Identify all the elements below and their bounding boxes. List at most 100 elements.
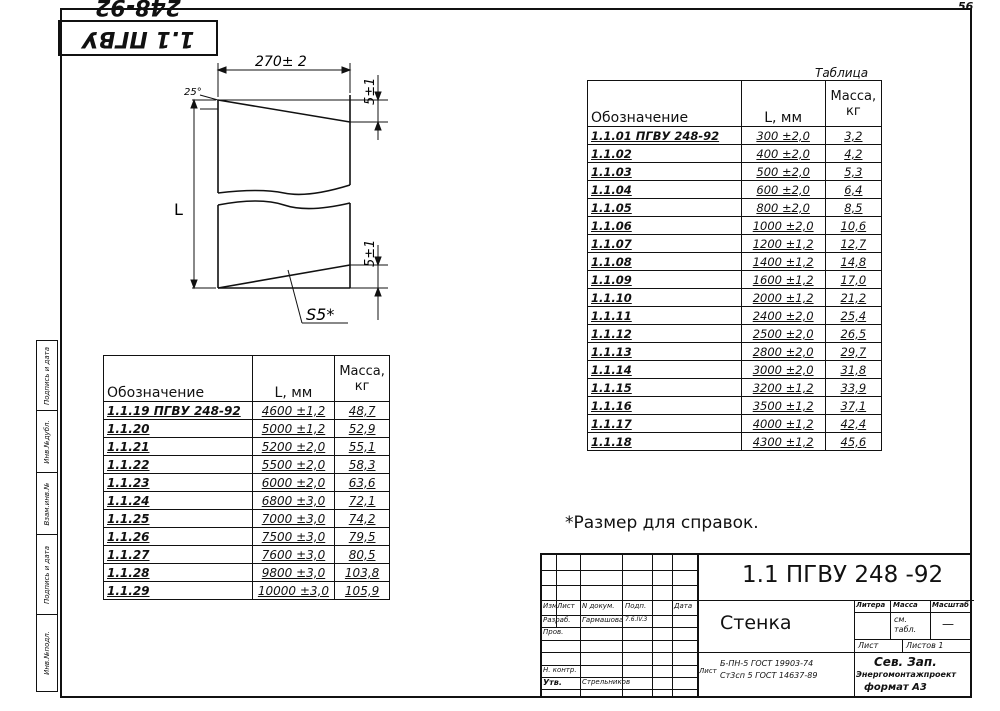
designation-cell: 1.1.13 <box>587 342 742 361</box>
length-cell: 1200 ±1,2 <box>740 234 826 253</box>
length-cell: 3500 ±1,2 <box>740 396 826 415</box>
designation-cell: 1.1.27 <box>103 545 253 564</box>
length-cell: 7500 ±3,0 <box>251 527 336 546</box>
mass-cell: 103,8 <box>334 563 390 582</box>
dim-length: L <box>174 200 183 219</box>
side-strip-label: Инв.№подл. <box>43 631 51 675</box>
col-header-mass: Масса, кг <box>824 80 883 127</box>
col-header-designation: Обозначение <box>103 355 253 402</box>
utv-label: Утв. <box>543 678 562 687</box>
masshtab-value: — <box>942 617 954 631</box>
length-cell: 1600 ±1,2 <box>740 270 826 289</box>
hdr-ndok: N докум. <box>582 602 615 610</box>
mass-cell: 74,2 <box>334 509 390 528</box>
length-cell: 600 ±2,0 <box>740 180 826 199</box>
designation-cell: 1.1.11 <box>587 306 742 325</box>
length-cell: 1400 ±1,2 <box>740 252 826 271</box>
spec-table-right: Обозначение L, мм Масса, кг 1.1.01 ПГВУ … <box>587 80 883 451</box>
length-cell: 4300 ±1,2 <box>740 432 826 451</box>
dim-width: 270± 2 <box>255 54 307 70</box>
designation-cell: 1.1.26 <box>103 527 253 546</box>
mass-cell: 55,1 <box>334 437 390 456</box>
designation-cell: 1.1.01 ПГВУ 248-92 <box>587 126 742 145</box>
dim-top-tolerance: 5±1 <box>363 78 378 105</box>
hdr-list: Лист <box>557 602 575 610</box>
length-cell: 3200 ±1,2 <box>740 378 826 397</box>
length-cell: 4000 ±1,2 <box>740 414 826 433</box>
col-header-mass: Масса, кг <box>334 355 390 402</box>
designation-cell: 1.1.23 <box>103 473 253 492</box>
designation-cell: 1.1.03 <box>587 162 742 181</box>
mass-cell: 5,3 <box>824 162 883 181</box>
side-strip-label: Подпись и дата <box>43 346 51 405</box>
mass-cell: 21,2 <box>824 288 883 307</box>
mass-cell: 80,5 <box>334 545 390 564</box>
table-caption: Таблица <box>815 66 869 80</box>
length-cell: 2500 ±2,0 <box>740 324 826 343</box>
side-strip-label: Подпись и дата <box>43 545 51 604</box>
designation-cell: 1.1.16 <box>587 396 742 415</box>
designation-cell: 1.1.04 <box>587 180 742 199</box>
length-cell: 5500 ±2,0 <box>251 455 336 474</box>
dim-angle: 25° <box>184 87 202 98</box>
part-name: Стенка <box>720 612 792 634</box>
mass-cell: 26,5 <box>824 324 883 343</box>
designation-cell: 1.1.02 <box>587 144 742 163</box>
length-cell: 500 ±2,0 <box>740 162 826 181</box>
length-cell: 2000 ±1,2 <box>740 288 826 307</box>
col-header-designation: Обозначение <box>587 80 742 127</box>
length-cell: 6800 ±3,0 <box>251 491 336 510</box>
designation-cell: 1.1.09 <box>587 270 742 289</box>
dim-bottom-tolerance: 5±1 <box>363 240 378 267</box>
mass-cell: 42,4 <box>824 414 883 433</box>
mass-cell: 31,8 <box>824 360 883 379</box>
length-cell: 2400 ±2,0 <box>740 306 826 325</box>
length-cell: 5000 ±1,2 <box>251 419 336 438</box>
mass-cell: 12,7 <box>824 234 883 253</box>
length-cell: 5200 ±2,0 <box>251 437 336 456</box>
hdr-podp: Подп. <box>625 602 647 610</box>
mass-cell: 72,1 <box>334 491 390 510</box>
length-cell: 7000 ±3,0 <box>251 509 336 528</box>
spec-table-left: Обозначение L, мм Масса, кг 1.1.19 ПГВУ … <box>103 355 390 600</box>
designation-cell: 1.1.06 <box>587 216 742 235</box>
litera-label: Литера <box>856 601 886 609</box>
length-cell: 800 ±2,0 <box>740 198 826 217</box>
material-line2: Ст3сп 5 ГОСТ 14637-89 <box>720 671 818 680</box>
masshtab-label: Масштаб <box>932 601 969 609</box>
corner-mark: 56 <box>958 0 974 13</box>
designation-cell: 1.1.18 <box>587 432 742 451</box>
mass-cell: 33,9 <box>824 378 883 397</box>
side-strip: Подпись и дата Инв.№дубл. Взам.инв.№ Под… <box>36 340 58 692</box>
massa-value: см. табл. <box>894 615 917 634</box>
title-block: 1.1 ПГВУ 248 -92 Стенка Изм. Лист N доку… <box>540 553 974 698</box>
designation-cell: 1.1.14 <box>587 360 742 379</box>
designation-cell: 1.1.22 <box>103 455 253 474</box>
mass-cell: 25,4 <box>824 306 883 325</box>
length-cell: 9800 ±3,0 <box>251 563 336 582</box>
reference-note: *Размер для справок. <box>565 513 759 533</box>
designation-cell: 1.1.17 <box>587 414 742 433</box>
designation-cell: 1.1.24 <box>103 491 253 510</box>
drawing-frame <box>60 8 972 698</box>
designation-cell: 1.1.10 <box>587 288 742 307</box>
designation-cell: 1.1.28 <box>103 563 253 582</box>
massa-label: Масса <box>893 601 918 609</box>
length-cell: 4600 ±1,2 <box>251 401 336 420</box>
length-cell: 7600 ±3,0 <box>251 545 336 564</box>
razrab-name: Гармашова <box>582 616 624 624</box>
mass-cell: 63,6 <box>334 473 390 492</box>
mass-cell: 48,7 <box>334 401 390 420</box>
